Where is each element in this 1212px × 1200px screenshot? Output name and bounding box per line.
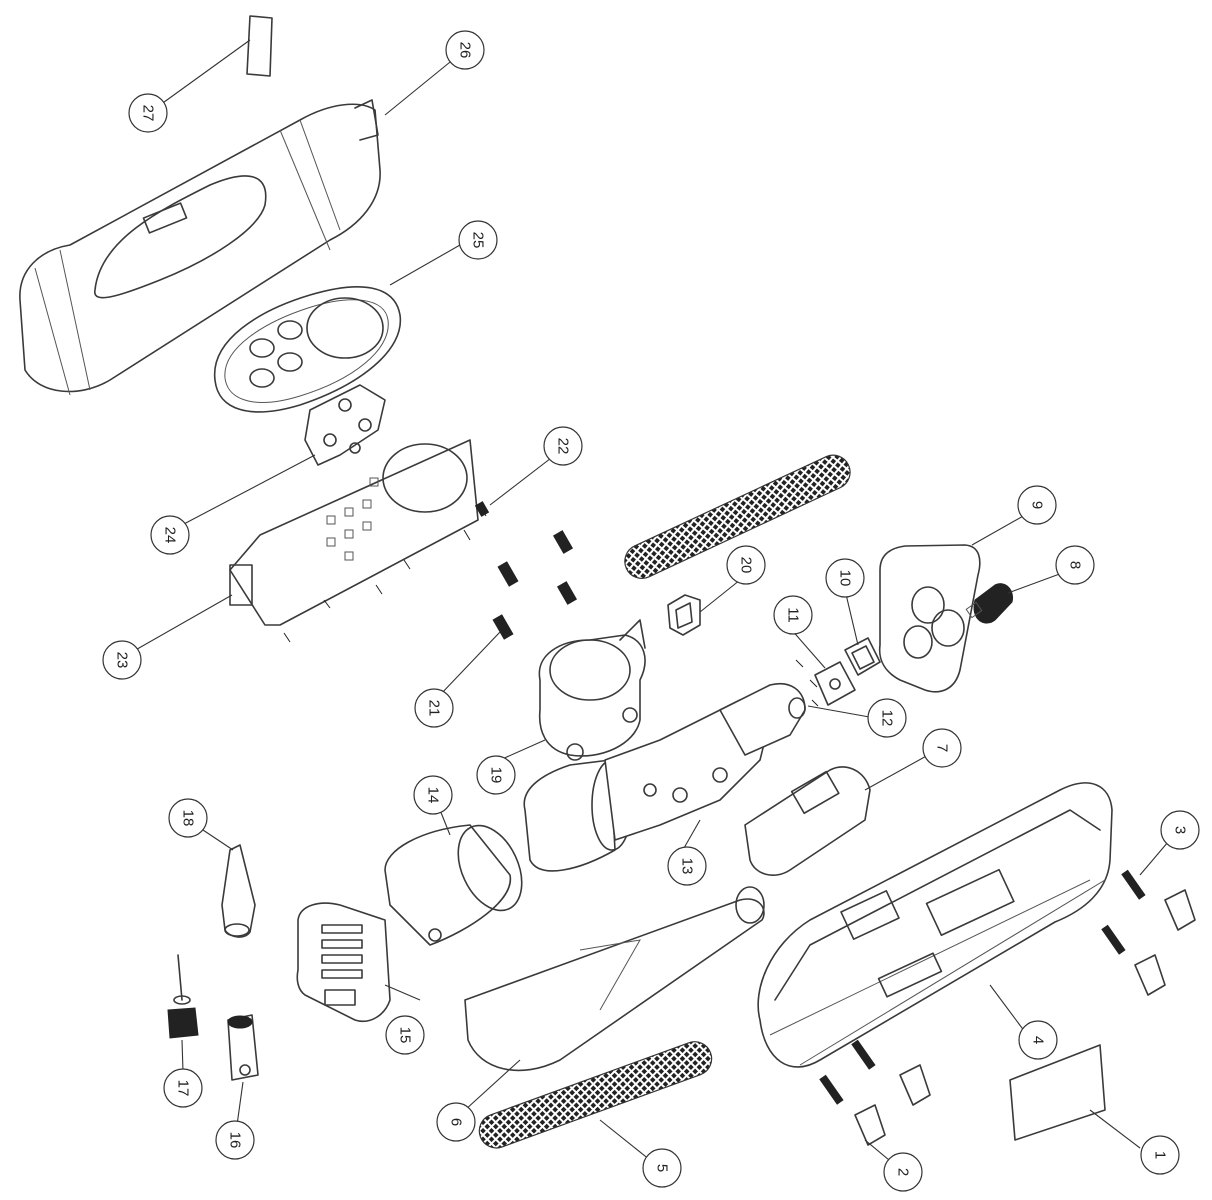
callout-26: 26 xyxy=(445,30,485,70)
callout-16-label: 16 xyxy=(227,1132,244,1149)
part-6-battery-tube xyxy=(464,886,765,1072)
callout-6: 6 xyxy=(436,1102,476,1142)
part-8-knob xyxy=(965,583,1014,624)
callout-5-label: 5 xyxy=(654,1164,671,1172)
callout-19-label: 19 xyxy=(488,767,505,784)
part-1-label xyxy=(1009,1044,1106,1141)
part-24-switch-bracket xyxy=(304,384,386,466)
callout-8: 8 xyxy=(1055,545,1095,585)
part-14-cylinder-sleeve xyxy=(384,824,523,946)
leader-lines xyxy=(131,39,1169,1166)
callout-24-label: 24 xyxy=(162,527,179,544)
callout-1-label: 1 xyxy=(1152,1151,1169,1159)
part-13-pump-assembly xyxy=(523,683,806,872)
part-5-mesh-grille-top xyxy=(624,454,851,579)
part-15-battery-cover xyxy=(296,902,391,1022)
callout-2-label: 2 xyxy=(895,1168,912,1176)
part-26-top-cover xyxy=(19,99,381,396)
callout-15: 15 xyxy=(385,1015,425,1055)
callout-7-label: 7 xyxy=(934,744,951,752)
callout-12: 12 xyxy=(867,698,907,738)
callout-1: 1 xyxy=(1140,1135,1180,1175)
callout-10-label: 10 xyxy=(837,570,854,587)
callout-25-label: 25 xyxy=(470,232,487,249)
callout-18: 18 xyxy=(168,798,208,838)
callout-3: 3 xyxy=(1160,810,1200,850)
part-23-main-pcb xyxy=(229,439,479,626)
part-11-bracket xyxy=(814,661,856,706)
part-10-switch xyxy=(844,637,881,676)
callout-4-label: 4 xyxy=(1030,1036,1047,1044)
callout-15-label: 15 xyxy=(397,1027,414,1044)
part-17-adapter xyxy=(167,954,199,1039)
part-4-lower-housing xyxy=(757,782,1113,1068)
part-20-clip xyxy=(667,594,701,636)
callout-27: 27 xyxy=(128,93,168,133)
callout-9-label: 9 xyxy=(1029,501,1046,509)
callout-11-label: 11 xyxy=(785,607,802,623)
callout-14: 14 xyxy=(413,775,453,815)
part-5-mesh-grille-bottom xyxy=(478,1041,713,1149)
callout-27-label: 27 xyxy=(140,105,157,122)
callout-14-label: 14 xyxy=(425,787,442,804)
callout-24: 24 xyxy=(150,515,190,555)
callout-25: 25 xyxy=(458,220,498,260)
callout-9: 9 xyxy=(1017,485,1057,525)
callout-20-label: 20 xyxy=(738,557,755,574)
callout-7: 7 xyxy=(922,728,962,768)
callout-19: 19 xyxy=(476,755,516,795)
callout-16: 16 xyxy=(215,1120,255,1160)
part-19-motor-cover xyxy=(538,619,646,761)
callout-22-label: 22 xyxy=(555,438,572,455)
part-22-screw xyxy=(474,501,490,517)
part-25-keypad-overlay xyxy=(213,286,402,413)
callout-2: 2 xyxy=(883,1152,923,1192)
callout-17: 17 xyxy=(163,1068,203,1108)
callout-11: 11 xyxy=(773,595,813,635)
part-12-screws xyxy=(795,659,819,707)
part-27-label-sticker xyxy=(246,15,273,77)
callout-6-label: 6 xyxy=(448,1118,465,1126)
part-2-screws-feet xyxy=(819,1039,931,1146)
callout-23: 23 xyxy=(102,640,142,680)
callout-13: 13 xyxy=(667,846,707,886)
callout-20: 20 xyxy=(726,545,766,585)
callout-21: 21 xyxy=(414,688,454,728)
part-3-screws-feet xyxy=(1101,869,1196,996)
callout-21-label: 21 xyxy=(426,700,443,717)
part-21-screws xyxy=(492,530,578,640)
part-16-adapter-nut xyxy=(227,1014,259,1081)
part-9-end-cap xyxy=(878,544,981,693)
callout-3-label: 3 xyxy=(1172,826,1189,834)
callout-22: 22 xyxy=(543,426,583,466)
callout-10: 10 xyxy=(825,558,865,598)
callout-18-label: 18 xyxy=(180,810,197,827)
part-18-probe-tip xyxy=(221,844,256,938)
callout-8-label: 8 xyxy=(1067,561,1084,569)
callout-4: 4 xyxy=(1018,1020,1058,1060)
part-7-battery-bracket xyxy=(744,766,871,876)
callout-13-label: 13 xyxy=(679,858,696,875)
callout-17-label: 17 xyxy=(175,1080,192,1097)
callout-5: 5 xyxy=(642,1148,682,1188)
callout-12-label: 12 xyxy=(879,710,896,727)
callout-26-label: 26 xyxy=(457,42,474,59)
callout-23-label: 23 xyxy=(114,652,131,669)
